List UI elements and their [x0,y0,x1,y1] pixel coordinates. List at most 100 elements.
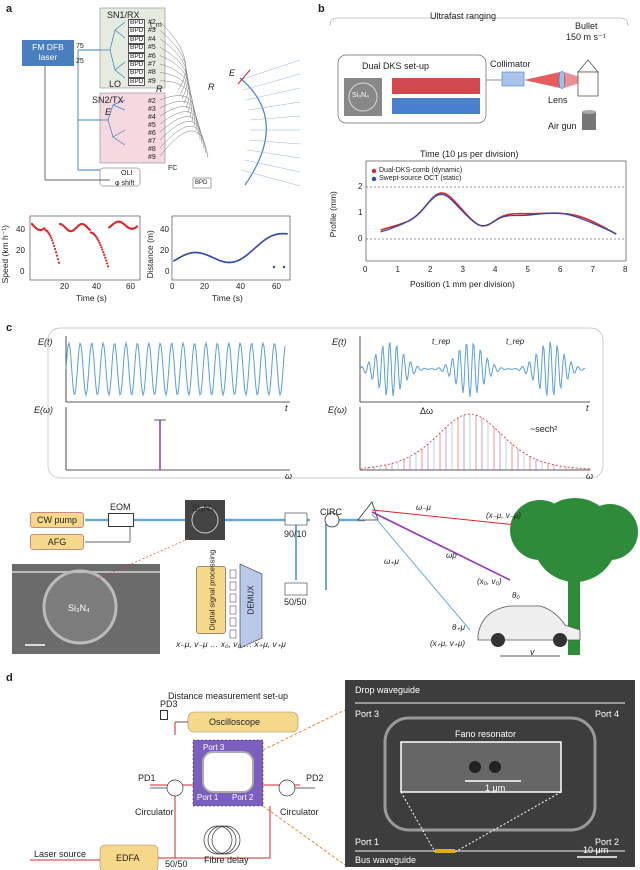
e-label-a1: E [105,107,112,117]
profile-chart [365,160,627,262]
speed-point [102,251,105,254]
dual-dks-label: Dual DKS set-up [362,61,430,71]
eom-box [108,513,134,527]
t-label-left: t [285,403,288,413]
speed-point [51,239,54,242]
fiber-line [159,121,205,149]
panel-c-graphs [47,327,604,479]
pd1-label: PD1 [138,773,156,783]
target-ray [244,159,300,173]
bpd-label: BPD [128,27,146,36]
distance-xtick-60: 60 [272,282,281,291]
target-ray [249,115,300,121]
port-label: #2 [148,98,156,105]
scale-1um-label: 1 μm [485,783,506,793]
w-label-right: ω [586,471,594,481]
laser-label-line2: laser [38,51,58,62]
edfa-label: EDFA [116,853,140,863]
profile-xtick: 6 [558,265,563,274]
split-50-50-label-d: 50/50 [165,859,188,869]
demux-label: DEMUX [246,585,256,615]
speed-point [104,256,107,259]
speed-point [105,259,108,262]
afg-label: AFG [47,537,67,547]
laser-source-label: Laser source [34,849,87,859]
speed-point [52,241,55,245]
t-label-right: t [586,403,589,413]
distance-xtick-40: 40 [236,282,245,291]
speed-point [50,236,53,240]
port-label: #5 [148,122,156,129]
speed-point [135,225,139,228]
speed-ylabel: Speed (km h⁻¹) [0,225,10,284]
profile-xtick: 5 [525,265,530,274]
port-label: #3 [148,106,156,113]
distance-point [282,265,286,269]
w-minus-label: ω₋μ [416,503,431,512]
port-label: #4 [148,35,156,43]
fiber-line [159,130,209,158]
panel-b-setup [329,17,629,130]
profile-xtick: 1 [395,265,400,274]
speed-ytick-20: 20 [16,246,25,255]
eom-label: EOM [110,502,131,512]
panel-b-letter: b [318,3,325,15]
si3n4-label-b: Si₃N₄ [352,92,369,99]
port-label: #7 [148,61,156,68]
collimator-label: Collimator [490,59,531,69]
port-label: #6 [148,130,156,137]
target-ray [241,169,300,187]
profile-ytick: 2 [358,182,363,191]
panel-a-letter: a [6,3,13,15]
profile-top-label: Time (10 μs per division) [420,149,519,159]
bullet-label: Bullet [575,21,598,31]
theta-plus-label: θ₊μ [452,623,465,632]
pt-minus-label: (x₋μ, v₋μ) [486,511,521,520]
fiber-line [159,126,207,154]
panel-b-title: Ultrafast ranging [430,11,497,21]
w-plus-label: ω₊μ [384,557,399,566]
afg-box: AFG [30,534,84,550]
profile-xtick: 7 [590,265,595,274]
target-ray [247,149,300,159]
port-label: #7 [148,138,156,145]
distance-plot [171,215,291,281]
fm-dfb-laser-box: FM DFB laser [22,40,74,66]
fc-label: FC [168,165,178,172]
port-label: #3 [148,27,156,35]
oscilloscope-label: Oscilloscope [209,717,261,727]
port-label: #2 [148,19,156,26]
oli-bpd-label: BPD [195,180,208,186]
circulator-label-1: Circulator [135,807,174,817]
panel-c-letter: c [6,322,13,334]
speed-point [100,246,103,249]
port-label: #6 [148,52,156,60]
target-ray [246,87,300,101]
speed-point [88,228,91,231]
speed-plot [29,215,141,281]
dw-label: Δω [420,406,434,416]
ew-label-left: E(ω) [34,405,54,415]
demux-detector [229,581,237,591]
sn2-label: SN2/TX [92,95,124,105]
et-label-left: E(t) [38,337,53,347]
speed-point [101,248,104,251]
speed-xtick-20: 20 [60,282,69,291]
fano-label: Fano resonator [455,729,517,739]
port2-label-d: Port 2 [232,793,254,802]
distance-point [286,233,288,235]
speed-point [95,236,98,239]
trep-label-1: t_rep [432,337,451,346]
bpd-label: BPD [128,69,146,78]
circ-label: CIRC [320,507,342,517]
demux-detector [229,569,237,579]
distance-point [272,265,276,269]
port1-label-sem: Port 1 [355,837,380,847]
si3n4-micro-label: Si₃N₄ [68,603,90,613]
profile-xtick: 3 [460,265,465,274]
distance-ytick-20: 20 [160,246,169,255]
profile-xlabel: Position (1 mm per division) [410,279,515,289]
profile-ylabel: Profile (mm) [327,191,338,238]
distance-xlabel: Time (s) [212,293,243,303]
speed-ytick-0: 0 [20,267,25,276]
